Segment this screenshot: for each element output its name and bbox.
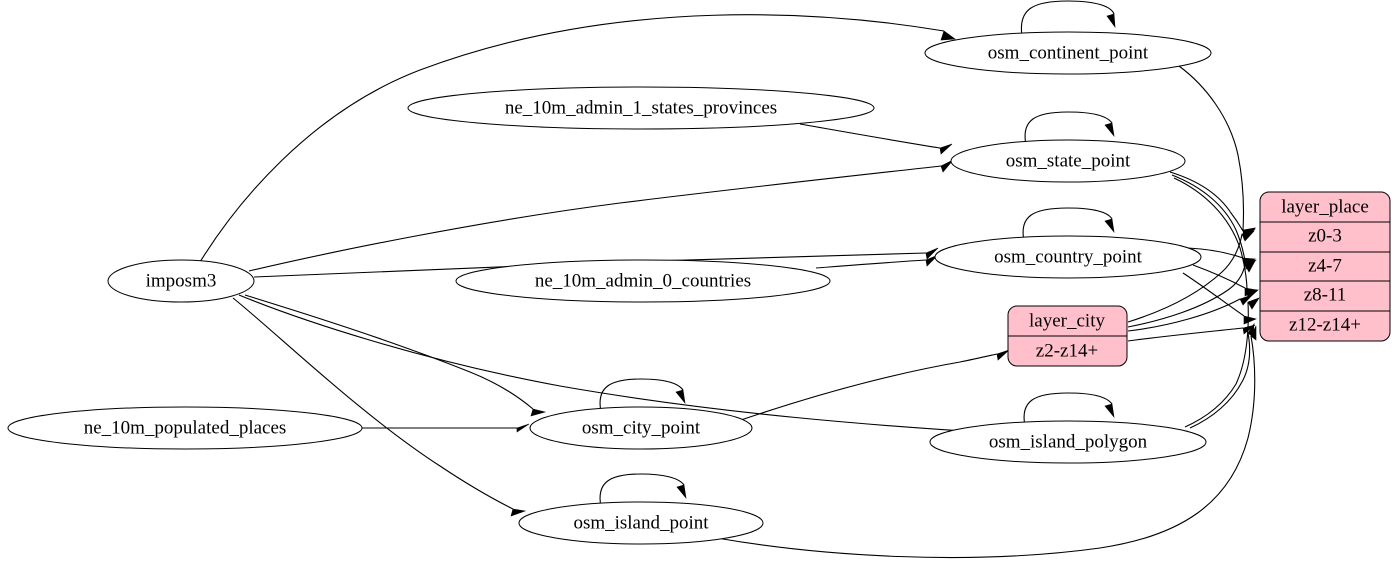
node-osm_city_point[interactable]: osm_city_point (529, 406, 753, 450)
node-osm_island_polygon[interactable]: osm_island_polygon (929, 420, 1207, 464)
edge-osm_island_point-to-layer_place-z12-z14+ (716, 325, 1257, 559)
edge-ne_10m_admin_1_states_provinces-to-osm_state_point (799, 123, 953, 155)
edge-ne_10m_admin_0_countries-to-osm_country_point (815, 254, 939, 269)
record-row-layer_place-z12-z14plus[interactable]: z12-z14+ (1289, 314, 1361, 335)
edge-imposm3-to-osm_continent_point (199, 14, 956, 263)
edge-osm_country_point-to-layer_place-z8-11 (1192, 264, 1258, 297)
node-label-osm_state_point: osm_state_point (1006, 150, 1131, 171)
record-row-layer_place-z4-7[interactable]: z4-7 (1308, 255, 1342, 276)
node-label-imposm3: imposm3 (146, 270, 217, 291)
node-imposm3[interactable]: imposm3 (107, 259, 255, 303)
node-layer: imposm3 ne_10m_populated_places ne_10m_a… (7, 31, 1212, 545)
edge-osm_island_polygon-to-layer_place-z12-z14+ (1189, 322, 1255, 429)
self-loop-osm_state_point (1024, 111, 1115, 146)
node-ne_10m_admin_1_states_provinces[interactable]: ne_10m_admin_1_states_provinces (407, 86, 875, 130)
self-loop-osm_island_point (599, 473, 687, 508)
node-label-osm_city_point: osm_city_point (582, 417, 701, 438)
node-osm_continent_point[interactable]: osm_continent_point (924, 31, 1212, 75)
node-osm_island_point[interactable]: osm_island_point (518, 501, 764, 545)
node-label-osm_island_point: osm_island_point (573, 512, 709, 533)
node-label-ne_10m_admin_0_countries: ne_10m_admin_0_countries (535, 270, 751, 291)
node-layer_place[interactable]: layer_place z0-3 z4-7 z8-11 z12-z14+ (1259, 191, 1391, 342)
node-label-osm_country_point: osm_country_point (994, 246, 1142, 267)
node-osm_state_point[interactable]: osm_state_point (950, 139, 1186, 183)
edge-layer_city-to-layer_place-z12-z14+ (1127, 324, 1256, 342)
edge-osm_island_polygon-to-layer_place-z8-11 (1184, 297, 1260, 428)
record-row-layer_place-z8-11[interactable]: z8-11 (1304, 284, 1347, 305)
node-osm_country_point[interactable]: osm_country_point (934, 235, 1202, 279)
node-ne_10m_populated_places[interactable]: ne_10m_populated_places (7, 406, 363, 450)
edge-osm_city_point-to-layer_city-z2-z14+ (740, 349, 1010, 421)
edge-osm_country_point-to-layer_place-z12-z14+ (1182, 272, 1257, 325)
record-row-layer_city-z2-z14plus[interactable]: z2-z14+ (1036, 340, 1098, 361)
node-label-osm_island_polygon: osm_island_polygon (989, 431, 1148, 452)
self-loop-osm_island_polygon (1023, 392, 1115, 427)
edge-osm_country_point-to-layer_place-z4-7 (1187, 247, 1256, 267)
edge-layer (199, 0, 1260, 559)
record-node-layer: layer_place z0-3 z4-7 z8-11 z12-z14+ lay… (1007, 191, 1391, 367)
edge-layer_city-to-layer_place-z4-7 (1127, 260, 1256, 328)
record-row-layer_place-header: layer_place (1281, 196, 1369, 217)
edge-layer_city-to-layer_place-z0-3 (1127, 230, 1255, 323)
record-row-layer_place-z0-3[interactable]: z0-3 (1308, 225, 1342, 246)
edge-layer_city-to-layer_place-z8-11 (1127, 294, 1253, 332)
edge-osm_continent_point-to-layer_place-z0-3 (1178, 65, 1256, 239)
node-label-ne_10m_populated_places: ne_10m_populated_places (84, 417, 287, 438)
self-loop-osm_city_point (599, 378, 686, 413)
record-row-layer_city-header: layer_city (1029, 310, 1105, 331)
edge-imposm3-to-osm_island_point (232, 297, 527, 517)
node-layer_city[interactable]: layer_city z2-z14+ (1007, 305, 1128, 367)
node-label-osm_continent_point: osm_continent_point (988, 42, 1149, 63)
edge-imposm3-to-osm_city_point (244, 294, 547, 417)
edge-ne_10m_populated_places-to-osm_city_point (362, 423, 530, 433)
node-label-ne_10m_admin_1_states_provinces: ne_10m_admin_1_states_provinces (505, 97, 777, 118)
self-loop-osm_country_point (1022, 207, 1115, 242)
edge-imposm3-to-osm_state_point (248, 159, 954, 272)
self-loop-osm_continent_point (1020, 0, 1116, 37)
node-ne_10m_admin_0_countries[interactable]: ne_10m_admin_0_countries (455, 259, 831, 303)
